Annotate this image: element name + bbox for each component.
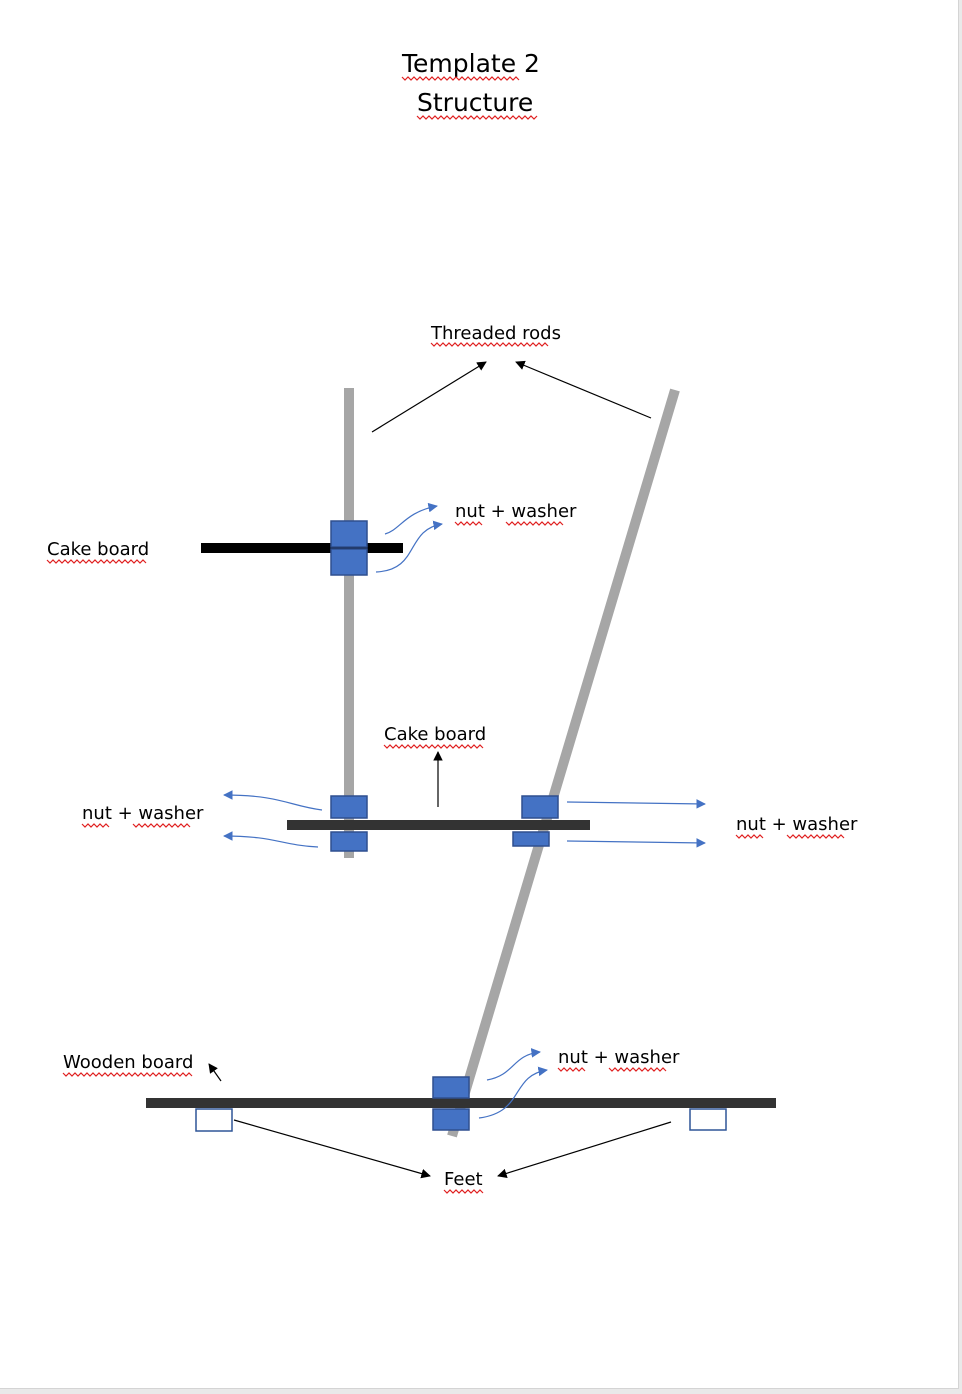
pointer-arrow bbox=[486, 1048, 541, 1081]
wooden-board bbox=[146, 1098, 776, 1108]
pointer-arrow bbox=[233, 1119, 431, 1179]
spellcheck-underline bbox=[46, 559, 147, 564]
nut-washer-block bbox=[432, 1108, 470, 1131]
nut-washer-middle-left-label: nut + washer bbox=[82, 803, 204, 824]
spellcheck-underline bbox=[430, 342, 549, 347]
nut-washer-middle-right-label: nut + washer bbox=[736, 814, 858, 835]
pointer-arrow bbox=[384, 502, 438, 535]
spellcheck-underline bbox=[81, 823, 191, 828]
spellcheck-underline bbox=[401, 76, 520, 81]
spellcheck-underline bbox=[416, 115, 538, 120]
spellcheck-underline bbox=[62, 1072, 193, 1077]
nut-washer-block bbox=[330, 831, 368, 852]
spellcheck-underline bbox=[454, 521, 564, 526]
spellcheck-underline bbox=[443, 1189, 484, 1194]
cake-board-middle-label: Cake board bbox=[384, 724, 486, 745]
nut-washer-bottom-label: nut + washer bbox=[558, 1047, 680, 1068]
spellcheck-underline bbox=[735, 834, 845, 839]
foot-left bbox=[195, 1108, 233, 1132]
pointer-arrow bbox=[375, 520, 443, 573]
title-line-2: Structure bbox=[417, 88, 533, 117]
wooden-board-label: Wooden board bbox=[63, 1052, 193, 1073]
nut-washer-block bbox=[330, 795, 368, 819]
pointer-arrow bbox=[497, 1121, 672, 1179]
pointer-arrow bbox=[208, 1063, 222, 1082]
feet-label: Feet bbox=[444, 1169, 483, 1190]
middle-cake-board bbox=[287, 820, 590, 830]
cake-board-top-label: Cake board bbox=[47, 539, 149, 560]
spellcheck-underline bbox=[557, 1067, 667, 1072]
pointer-arrow bbox=[566, 799, 706, 809]
nut-washer-top-label: nut + washer bbox=[455, 501, 577, 522]
left-threaded-rod bbox=[344, 388, 354, 858]
pointer-arrow bbox=[515, 360, 652, 419]
nut-washer-block bbox=[512, 831, 550, 847]
pointer-arrow bbox=[223, 831, 319, 848]
pointer-arrow bbox=[371, 361, 487, 433]
spellcheck-underline bbox=[383, 744, 484, 749]
top-cake-board bbox=[201, 543, 403, 553]
nut-washer-block bbox=[521, 795, 559, 819]
threaded-rods-label: Threaded rods bbox=[430, 323, 561, 344]
nut-washer-block bbox=[330, 548, 368, 576]
nut-washer-block bbox=[330, 520, 368, 548]
foot-right bbox=[689, 1108, 727, 1131]
right-threaded-rod bbox=[447, 388, 680, 1138]
nut-washer-block bbox=[432, 1076, 470, 1099]
pointer-arrow bbox=[478, 1066, 548, 1119]
pointer-arrow bbox=[223, 790, 323, 811]
title-line-1: Template 2 bbox=[401, 49, 540, 78]
pointer-arrow bbox=[566, 838, 706, 848]
